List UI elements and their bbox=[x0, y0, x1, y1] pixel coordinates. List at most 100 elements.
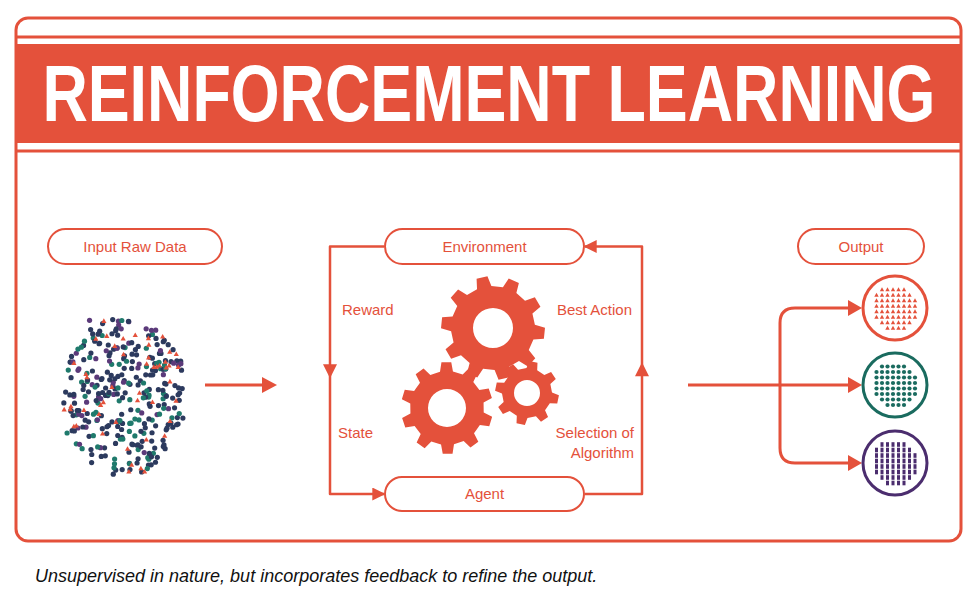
data-dot bbox=[135, 442, 140, 447]
split-arrow bbox=[780, 308, 849, 463]
data-dot bbox=[156, 403, 161, 408]
cluster-bar bbox=[903, 464, 906, 469]
cluster-dot bbox=[902, 392, 906, 396]
cluster-dot bbox=[913, 375, 917, 379]
cluster-dot bbox=[907, 370, 911, 374]
cluster-dot bbox=[907, 397, 911, 401]
cluster-triangle bbox=[913, 309, 917, 313]
data-dot bbox=[119, 318, 124, 323]
cluster-bar bbox=[886, 475, 889, 480]
data-triangle bbox=[68, 404, 73, 409]
data-dot bbox=[77, 442, 82, 447]
cluster-bar bbox=[892, 464, 895, 469]
cluster-dot bbox=[885, 403, 889, 407]
cluster-triangle bbox=[896, 309, 900, 313]
data-dot bbox=[96, 341, 101, 346]
data-triangle bbox=[163, 359, 168, 364]
edge-note: State bbox=[338, 423, 398, 443]
data-dot bbox=[123, 390, 128, 395]
data-dot bbox=[149, 438, 154, 443]
cluster-triangle bbox=[891, 320, 895, 324]
cluster-dot bbox=[896, 397, 900, 401]
data-dot bbox=[72, 401, 77, 406]
cluster-dot bbox=[907, 392, 911, 396]
cluster-triangle bbox=[880, 293, 884, 297]
cluster-bar bbox=[892, 459, 895, 464]
data-dot bbox=[180, 415, 185, 420]
edge-note: Best Action bbox=[502, 300, 632, 320]
data-dot bbox=[107, 358, 112, 363]
data-dot bbox=[117, 362, 122, 367]
output-clusters bbox=[863, 276, 927, 495]
data-triangle bbox=[93, 336, 98, 341]
cluster-dot bbox=[913, 386, 917, 390]
data-dot bbox=[153, 460, 158, 465]
cluster-bar bbox=[903, 442, 906, 447]
data-dot bbox=[82, 339, 87, 344]
data-dot bbox=[87, 318, 92, 323]
data-triangle bbox=[74, 423, 79, 428]
data-dot bbox=[161, 406, 166, 411]
data-dot bbox=[106, 342, 111, 347]
cluster-triangle bbox=[896, 304, 900, 308]
band-line bbox=[16, 36, 961, 39]
cluster-triangle bbox=[907, 309, 911, 313]
data-triangle bbox=[146, 355, 151, 360]
cluster-bar bbox=[897, 442, 900, 447]
arrowhead bbox=[262, 377, 277, 393]
flow-arrow bbox=[688, 384, 848, 387]
cluster-dot bbox=[902, 364, 906, 368]
data-dot bbox=[171, 361, 176, 366]
cluster-dot bbox=[874, 386, 878, 390]
cluster-bar bbox=[881, 453, 884, 458]
cluster-triangle bbox=[885, 293, 889, 297]
outer-frame bbox=[16, 18, 961, 541]
cluster-bar bbox=[892, 453, 895, 458]
cluster-triangle bbox=[874, 298, 878, 302]
data-dot bbox=[107, 377, 112, 382]
data-dot bbox=[67, 392, 72, 397]
cluster-dot bbox=[874, 370, 878, 374]
cluster-bar bbox=[881, 448, 884, 453]
cluster-triangle bbox=[902, 293, 906, 297]
data-triangle bbox=[96, 411, 101, 416]
data-dot bbox=[115, 391, 120, 396]
cluster-dot bbox=[902, 381, 906, 385]
data-dot bbox=[175, 392, 180, 397]
data-dot bbox=[117, 418, 122, 423]
data-dot bbox=[176, 385, 181, 390]
data-dot bbox=[76, 366, 81, 371]
cluster-dot bbox=[880, 375, 884, 379]
cluster-bar bbox=[908, 464, 911, 469]
cluster-triangle bbox=[885, 315, 889, 319]
data-dot bbox=[109, 331, 114, 336]
cluster-triangle bbox=[874, 293, 878, 297]
data-dot bbox=[79, 345, 84, 350]
data-dot bbox=[133, 347, 138, 352]
cluster-dot bbox=[902, 397, 906, 401]
data-dot bbox=[98, 396, 103, 401]
data-dot bbox=[127, 397, 132, 402]
cluster-bar bbox=[897, 475, 900, 480]
data-dot bbox=[82, 394, 87, 399]
data-triangle bbox=[160, 334, 165, 339]
cluster-dot bbox=[896, 386, 900, 390]
data-triangle bbox=[176, 364, 181, 369]
cluster-dot bbox=[880, 381, 884, 385]
data-dot bbox=[172, 405, 177, 410]
cluster-bar bbox=[892, 475, 895, 480]
data-dot bbox=[149, 454, 154, 459]
cluster-dot bbox=[896, 370, 900, 374]
cycle-connector bbox=[330, 247, 384, 495]
data-dot bbox=[129, 442, 134, 447]
cluster-dot bbox=[896, 364, 900, 368]
data-dot bbox=[134, 460, 139, 465]
cluster-triangle bbox=[902, 304, 906, 308]
cluster-triangle bbox=[907, 304, 911, 308]
cluster-triangle bbox=[902, 298, 906, 302]
process-box: Output bbox=[797, 228, 925, 265]
cluster-triangle bbox=[885, 287, 889, 291]
cluster-triangle bbox=[885, 309, 889, 313]
data-triangle bbox=[138, 466, 143, 471]
data-dot bbox=[100, 426, 105, 431]
